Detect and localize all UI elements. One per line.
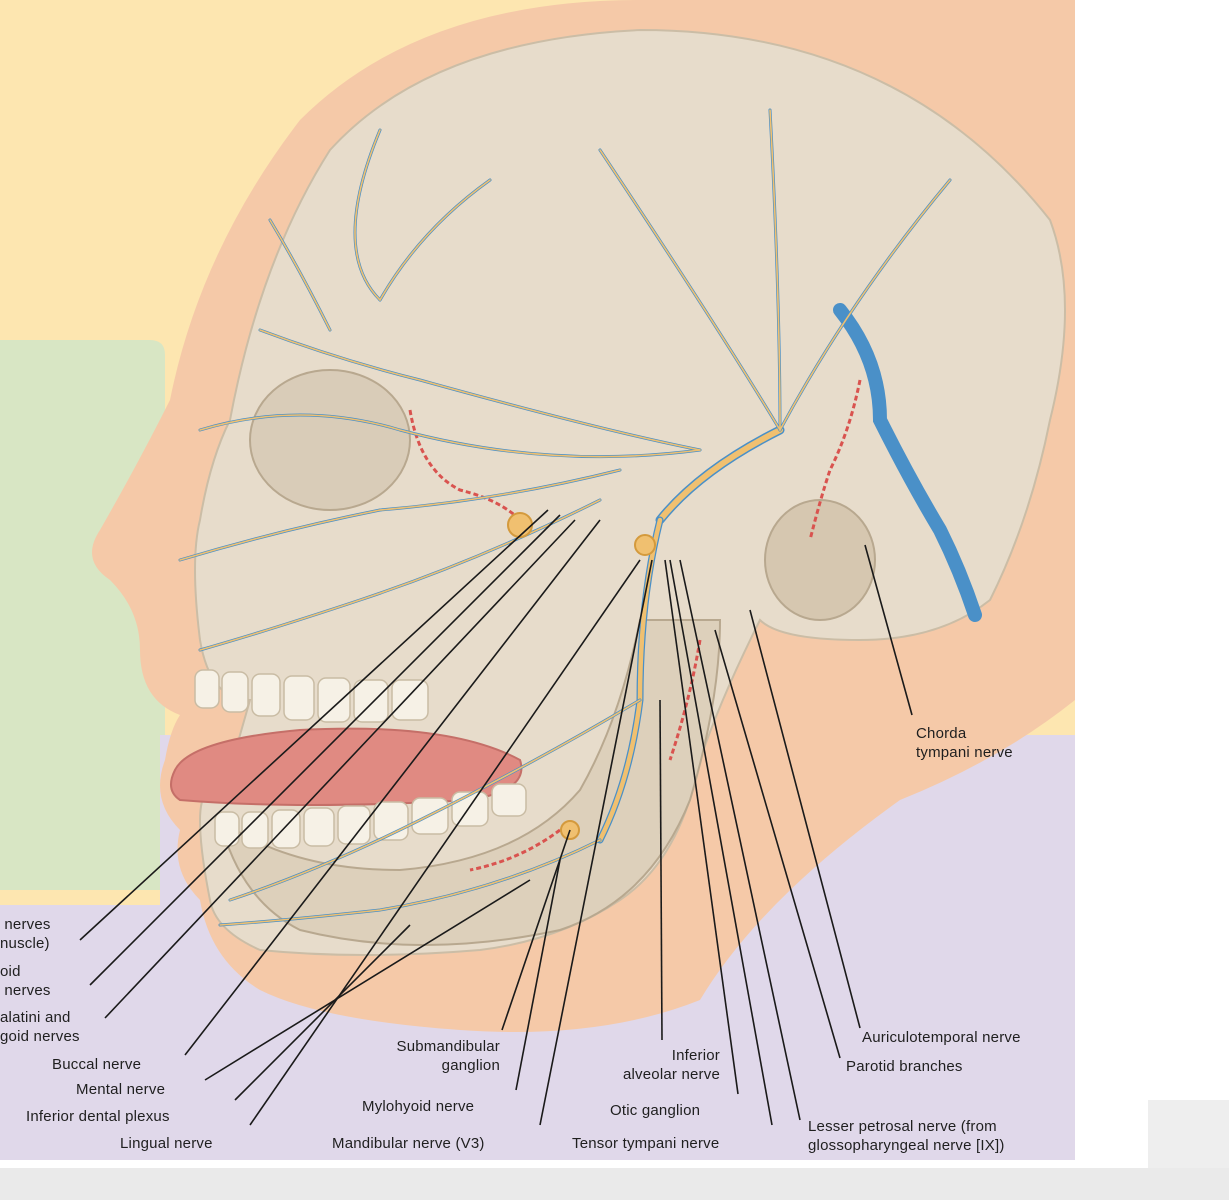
mandible bbox=[218, 619, 722, 946]
leader-lines bbox=[79, 509, 913, 1126]
upper-teeth bbox=[194, 669, 429, 723]
label-parotid-branches: Parotid branches bbox=[846, 1058, 963, 1075]
ear-canal bbox=[764, 499, 876, 621]
label-inferior-dental-plexus: Inferior dental plexus bbox=[26, 1108, 170, 1125]
label-temporal-nerves: nerves nuscle) bbox=[0, 916, 51, 952]
label-lingual: Lingual nerve bbox=[120, 1135, 213, 1152]
background-green-panel bbox=[0, 340, 165, 890]
label-lesser-petrosal: Lesser petrosal nerve (from glossopharyn… bbox=[808, 1118, 1005, 1154]
arteries bbox=[408, 379, 862, 872]
label-inferior-alveolar: Inferior alveolar nerve bbox=[622, 1047, 720, 1083]
orbit bbox=[249, 369, 411, 511]
right-white-strip bbox=[1075, 0, 1229, 1160]
skull bbox=[194, 28, 1066, 956]
blue-vessel bbox=[833, 303, 982, 622]
label-pterygoid-nerves: oid nerves bbox=[0, 963, 51, 999]
label-mental: Mental nerve bbox=[76, 1081, 166, 1098]
label-auriculotemporal: Auriculotemporal nerve bbox=[862, 1029, 1021, 1046]
bottom-gray-bar bbox=[0, 1168, 1229, 1200]
label-buccal: Buccal nerve bbox=[52, 1056, 142, 1073]
label-chorda-tympani: Chorda tympani nerve bbox=[916, 725, 1013, 761]
label-mylohyoid: Mylohyoid nerve bbox=[362, 1098, 475, 1115]
label-mandibular-v3: Mandibular nerve (V3) bbox=[332, 1135, 485, 1152]
label-palatini-pterygoid: alatini and goid nerves bbox=[0, 1009, 80, 1045]
tongue bbox=[170, 727, 523, 806]
label-tensor-tympani: Tensor tympani nerve bbox=[572, 1135, 720, 1152]
label-submandibular-ganglion: Submandibular ganglion bbox=[396, 1038, 500, 1074]
label-otic-ganglion: Otic ganglion bbox=[610, 1102, 701, 1119]
lower-teeth bbox=[214, 783, 527, 849]
right-gray-bar bbox=[1148, 1100, 1229, 1168]
